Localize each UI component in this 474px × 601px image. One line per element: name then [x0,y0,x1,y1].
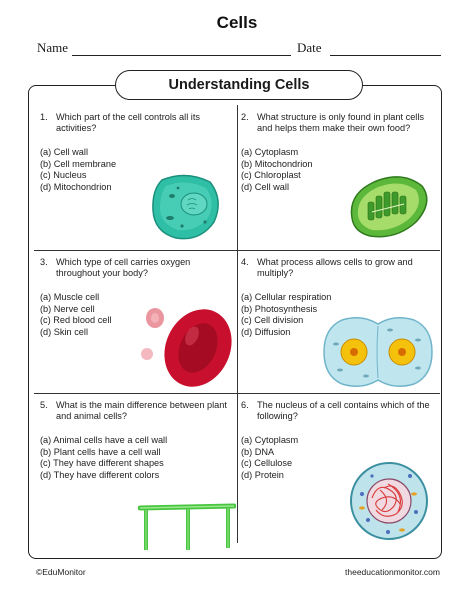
option-c[interactable]: (c) Chloroplast [241,170,301,180]
option-c[interactable]: (c) Cell division [241,315,304,325]
option-b[interactable]: (b) DNA [241,446,275,457]
question-number: 6. [241,400,249,410]
question-text: What structure is only found in plant ce… [257,112,424,133]
question-text: What is the main difference between plan… [56,400,227,421]
question-3: 3. Which type of cell carries oxygen thro… [40,257,230,338]
name-date-line: Name Date [37,38,441,56]
option-d[interactable]: (d) Diffusion [241,326,291,337]
option-b[interactable]: (b) Photosynthesis [241,303,318,314]
question-number: 1. [40,112,48,122]
question-number: 4. [241,257,249,267]
question-text: Which part of the cell controls all its … [56,112,200,133]
option-b[interactable]: (b) Cell membrane [40,158,117,169]
nucleus-dna-icon [350,462,428,540]
name-label: Name [37,40,69,55]
date-blank[interactable] [329,41,441,56]
question-number: 5. [40,400,48,410]
red-blood-cell-icon [141,308,232,387]
option-a[interactable]: (a) Cytoplasm [241,435,299,445]
option-d[interactable]: (d) Skin cell [40,326,88,337]
question-5: 5. What is the main difference between pl… [40,400,230,481]
worksheet-title: Cells [216,13,258,32]
option-d[interactable]: (d) They have different colors [40,469,160,480]
footer-brand: ©EduMonitor [36,567,86,577]
question-6: 6. The nucleus of a cell contains which o… [241,400,433,481]
option-c[interactable]: (c) Cellulose [241,458,293,468]
option-a[interactable]: (a) Cytoplasm [241,147,299,157]
section-title: Understanding Cells [115,70,363,100]
row-divider-1 [34,250,440,251]
row-divider-2 [34,393,440,394]
option-c[interactable]: (c) Red blood cell [40,315,112,325]
question-4: 4. What process allows cells to grow and … [241,257,433,338]
option-b[interactable]: (b) Mitochondrion [241,158,313,169]
animal-cell-icon [152,174,219,240]
name-blank[interactable] [72,41,291,56]
option-a[interactable]: (a) Muscle cell [40,292,100,302]
option-d[interactable]: (d) Cell wall [241,181,289,192]
plant-cell-wall-icon [138,503,236,550]
option-d[interactable]: (d) Mitochondrion [40,181,112,192]
question-number: 3. [40,257,48,267]
option-b[interactable]: (b) Nerve cell [40,303,95,314]
option-c[interactable]: (c) They have different shapes [40,458,164,468]
chloroplast-icon [350,176,428,238]
option-c[interactable]: (c) Nucleus [40,170,87,180]
question-1: 1. Which part of the cell controls all it… [40,112,230,193]
option-a[interactable]: (a) Animal cells have a cell wall [40,435,168,445]
option-a[interactable]: (a) Cell wall [40,147,88,157]
date-label: Date [297,40,322,55]
footer-website[interactable]: theeducationmonitor.com [345,567,440,577]
question-text: Which type of cell carries oxygen throug… [56,257,191,278]
question-number: 2. [241,112,249,122]
column-divider [237,105,238,543]
option-d[interactable]: (d) Protein [241,469,284,480]
cell-division-icon [323,317,433,387]
option-a[interactable]: (a) Cellular respiration [241,292,332,302]
question-text: The nucleus of a cell contains which of … [257,400,430,421]
option-b[interactable]: (b) Plant cells have a cell wall [40,446,161,457]
question-2: 2. What structure is only found in plant … [241,112,433,193]
question-text: What process allows cells to grow and mu… [257,257,413,278]
